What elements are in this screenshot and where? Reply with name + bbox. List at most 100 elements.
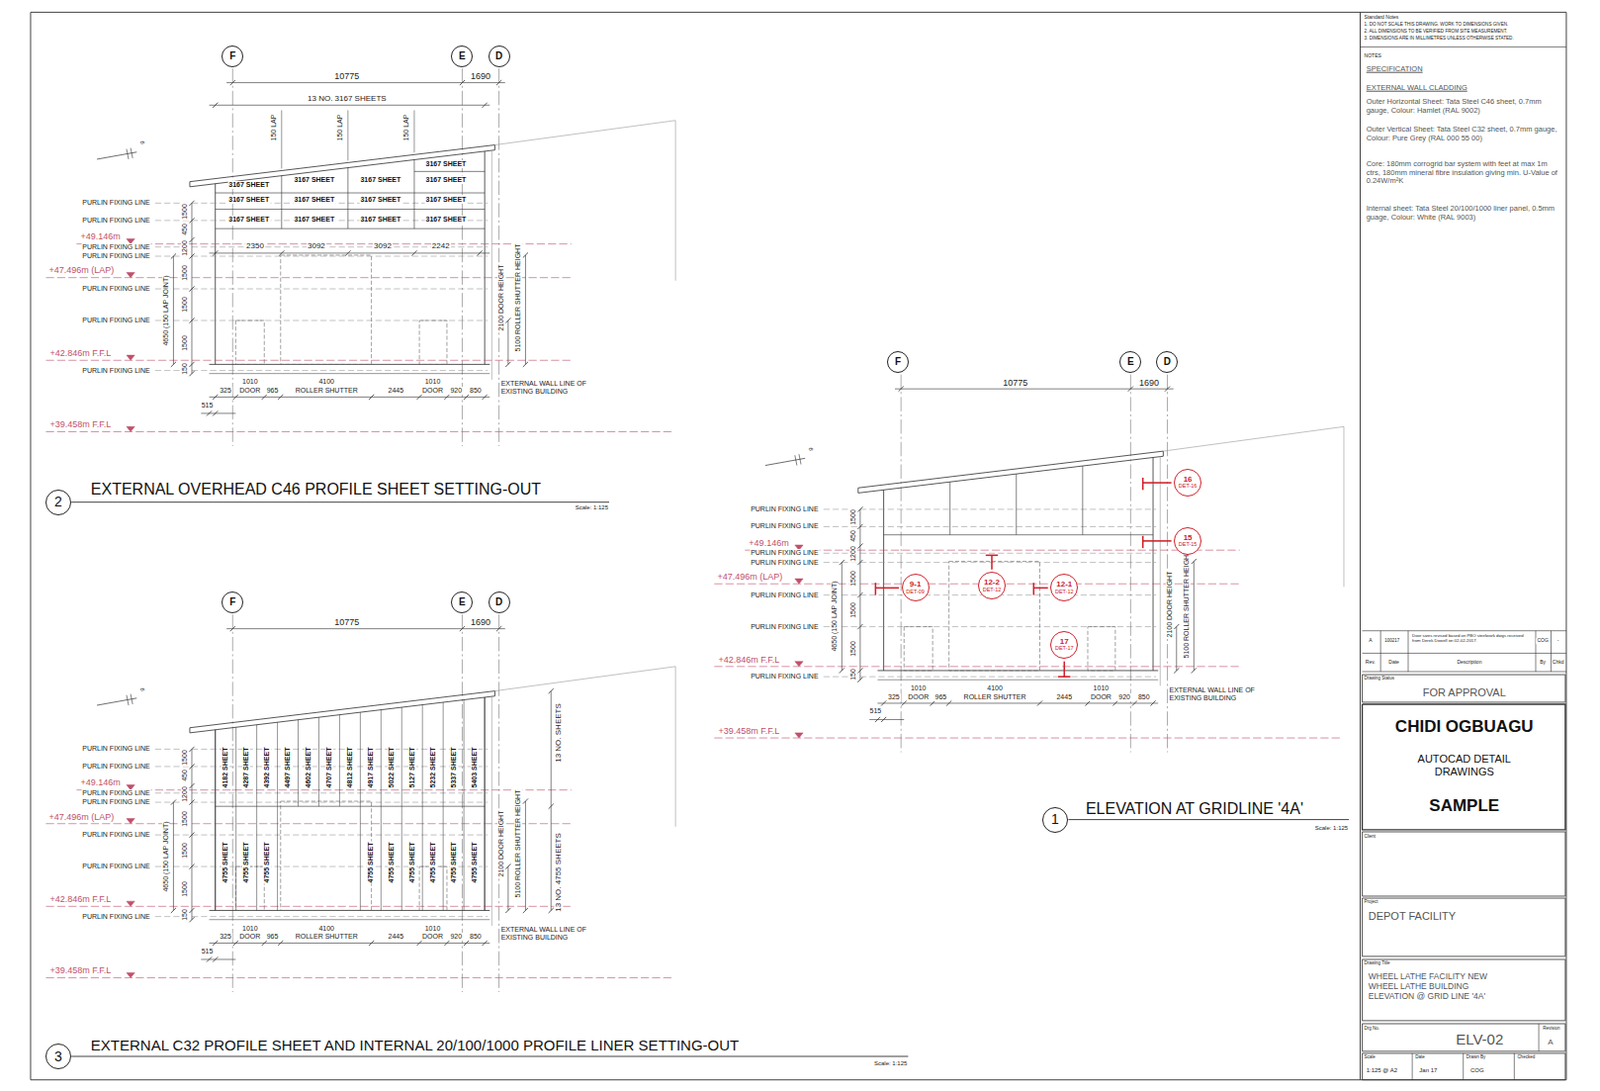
dimension-tick — [839, 559, 845, 565]
drawing-label: DOOR — [238, 932, 262, 941]
drawing-label: 920 — [1117, 693, 1132, 702]
drawing-label: 4650 (150 LAP JOINT) — [162, 819, 171, 892]
grid-label: D — [495, 597, 503, 609]
drawing-label: Date — [1414, 1054, 1426, 1060]
drawing-label: PURLIN FIXING LINE — [81, 862, 151, 871]
callout-number: 12-2 — [983, 578, 1000, 587]
title-block-line — [1534, 630, 1536, 672]
drawing-label: 10775 — [1001, 377, 1029, 388]
dimension-tick — [188, 763, 194, 769]
drawing-label: 4755 SHEET — [408, 841, 417, 885]
drawing-label: PURLIN FIXING LINE — [749, 558, 819, 567]
drawing-label: 325 — [218, 932, 233, 941]
dimension-tick — [1084, 700, 1090, 706]
drawing-label: 10775 — [333, 71, 360, 82]
title-block-line — [1380, 630, 1382, 672]
dimension-tick — [212, 394, 218, 400]
drawing-label: 4497 SHEET — [283, 746, 292, 790]
dimension-line — [209, 104, 491, 106]
drawing-label: 1500 — [180, 295, 189, 314]
drawing-label: Drawing Status — [1363, 676, 1397, 682]
drawing-label: 3167 SHEET — [424, 195, 467, 204]
sheet-joint — [422, 805, 424, 910]
drawing-label: 150 LAP — [402, 113, 411, 143]
dimension-tick — [188, 253, 194, 259]
grid-bubble: E — [1119, 351, 1142, 373]
dimension-tick — [857, 542, 863, 548]
dimension-tick — [188, 783, 194, 789]
drawing-label: 1200 — [180, 785, 189, 803]
detail-reference: DET-17 — [1055, 645, 1074, 652]
drawing-label: Outer Horizontal Sheet: Tata Steel C46 s… — [1365, 97, 1564, 115]
dimension-tick — [171, 799, 177, 804]
drawing-label: 4650 (150 LAP JOINT) — [162, 273, 171, 347]
dimension-tick — [901, 700, 907, 706]
drawing-label: PURLIN FIXING LINE — [81, 830, 151, 839]
dimension-tick — [482, 940, 488, 946]
drawing-label: +47.496m (LAP) — [715, 571, 784, 582]
wall-line — [214, 183, 216, 365]
dimension-tick — [262, 940, 267, 946]
dimension-tick — [857, 592, 863, 598]
drawing-label: 2445 — [1055, 693, 1073, 702]
sheet-joint — [215, 192, 485, 194]
drawing-label: 3167 SHEET — [227, 215, 270, 224]
drawing-label: 1500 — [180, 809, 189, 828]
drawing-label: 850 — [468, 932, 483, 941]
sheet-joint — [359, 711, 361, 806]
callout-leader — [1142, 535, 1145, 548]
detail-callout: 12-1DET-12 — [1050, 573, 1078, 602]
sheet-joint — [463, 700, 465, 807]
sheet-joint — [214, 729, 216, 806]
dimension-line — [525, 800, 527, 910]
title-block-box — [1362, 1053, 1566, 1080]
drawing-label: 2350 — [245, 241, 266, 251]
roller-shutter-opening — [280, 255, 372, 364]
dimension-tick — [278, 250, 284, 256]
purlin-line — [155, 369, 488, 371]
drawing-label: 4812 SHEET — [346, 746, 355, 790]
dimension-tick — [548, 907, 554, 913]
dimension-tick — [206, 956, 212, 962]
dimension-tick — [411, 250, 417, 256]
roller-shutter-opening — [949, 561, 1041, 671]
dimension-tick — [839, 667, 845, 673]
grid-line — [232, 614, 234, 992]
dimension-tick — [946, 700, 952, 706]
drawing-label: ROLLER SHUTTER — [294, 386, 359, 395]
drawing-label: 2445 — [387, 932, 406, 941]
purlin-line — [155, 834, 488, 836]
dimension-tick — [548, 688, 554, 694]
title-block-line — [1462, 1053, 1464, 1080]
drawing-label: COG — [1536, 637, 1550, 644]
drawing-label: PURLIN FIXING LINE — [749, 548, 819, 557]
purlin-line — [823, 561, 1156, 563]
sheet-joint — [276, 805, 278, 910]
callout-number: 17 — [1060, 637, 1069, 646]
slope-symbol — [126, 149, 129, 160]
dimension-tick — [188, 863, 194, 869]
purlin-line — [823, 526, 1156, 528]
wall-line — [1153, 456, 1155, 670]
drawing-label: 4602 SHEET — [304, 746, 313, 790]
dimension-tick — [898, 386, 904, 392]
drawing-label: 1690 — [469, 71, 492, 82]
existing-wall-line — [491, 696, 493, 926]
drawing-label: 1500 — [180, 748, 189, 767]
title-block-line — [1360, 46, 1567, 48]
grid-label: D — [495, 51, 503, 63]
drawing-label: EXTERNAL C32 PROFILE SHEET AND INTERNAL … — [89, 1036, 740, 1054]
dimension-tick — [523, 361, 529, 367]
drawing-label: 150 — [849, 667, 858, 682]
dimension-tick — [233, 394, 239, 400]
purlin-line — [155, 801, 488, 803]
view-number: 2 — [45, 489, 72, 516]
elevation-view — [713, 374, 1344, 753]
dimension-tick — [1164, 386, 1170, 392]
drawing-label: Revision — [1541, 1026, 1561, 1032]
drawing-label: Scale: 1:125 — [1314, 823, 1349, 831]
drawing-label: 515 — [869, 707, 884, 715]
callout-leader — [875, 587, 899, 590]
drawing-label: Standard Notes — [1363, 14, 1401, 21]
drawing-label: 450 — [180, 768, 189, 783]
